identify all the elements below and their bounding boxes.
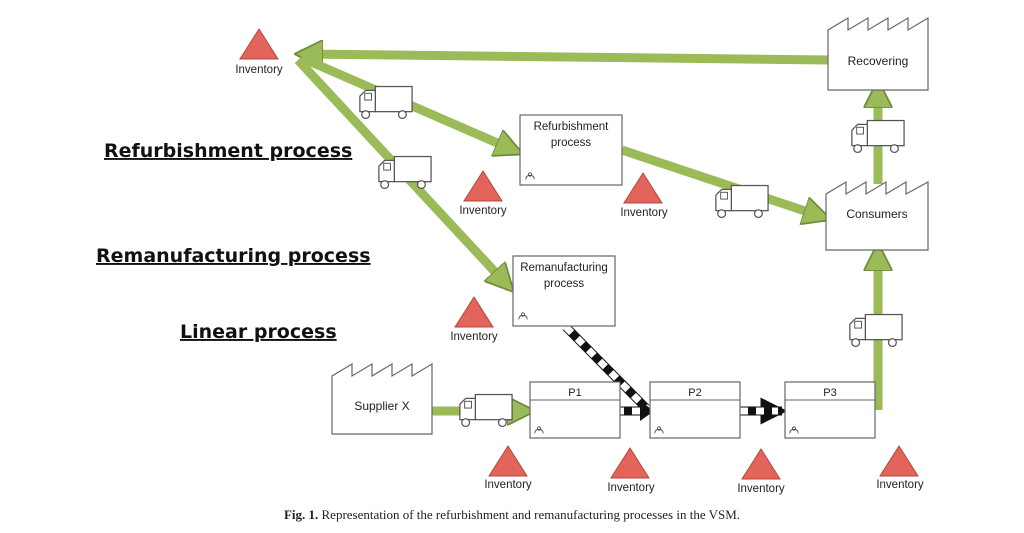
refurbishment-label-line1: Refurbishment [534, 121, 610, 133]
remanufacturing-label-line1: Remanufacturing [520, 262, 608, 274]
flow-refurbishment-to-consumers [620, 145, 826, 218]
flow-recovering-to-inventory [300, 54, 831, 60]
factory-consumers: Consumers [825, 180, 929, 251]
triangle-warning-icon [239, 28, 279, 60]
inventory-refurb-left: Inventory [459, 170, 507, 217]
truck-icon [715, 184, 769, 219]
inventory-label: Inventory [459, 205, 507, 217]
remanufacturing-label-line2: process [544, 278, 585, 290]
factory-icon [331, 362, 433, 435]
linear-section-title: Linear process [180, 321, 337, 343]
triangle-warning-icon [879, 445, 919, 477]
caption-text: Representation of the refurbishment and … [321, 507, 741, 522]
consumers-label: Consumers [846, 207, 907, 221]
push-arrowhead-p2 [640, 401, 654, 421]
remanufacturing-process-box: Remanufacturing process [512, 255, 616, 327]
inventory-label: Inventory [607, 482, 655, 494]
p3-label: P3 [823, 387, 836, 399]
inventory-label: Inventory [484, 479, 532, 491]
process-box-p3: P3 [784, 381, 876, 439]
process-box-p1: P1 [529, 381, 621, 439]
inventory-refurb-right: Inventory [620, 172, 668, 219]
inventory-label: Inventory [737, 483, 785, 495]
triangle-warning-icon [454, 296, 494, 328]
figure-caption: Fig. 1. Representation of the refurbishm… [0, 507, 1024, 523]
inventory-linear-1: Inventory [484, 445, 532, 491]
inventory-linear-3: Inventory [737, 448, 785, 495]
recovering-label: Recovering [848, 54, 909, 68]
truck-icon [359, 85, 413, 120]
factory-icon [825, 180, 929, 251]
push-arrows [562, 323, 788, 425]
inventory-label: Inventory [620, 207, 668, 219]
triangle-warning-icon [610, 447, 650, 479]
refurbishment-process-box: Refurbishment process [519, 114, 623, 186]
process-box-p2: P2 [649, 381, 741, 439]
factory-recovering: Recovering [827, 16, 929, 91]
refurbishment-section-title: Refurbishment process [104, 140, 352, 162]
inventory-linear-4: Inventory [876, 445, 924, 491]
inventory-label: Inventory [235, 64, 283, 76]
truck-icon [459, 393, 513, 428]
factory-supplier: Supplier X [331, 362, 433, 435]
supplier-label: Supplier X [354, 399, 409, 413]
remanufacturing-section-title: Remanufacturing process [96, 245, 371, 267]
inventory-label: Inventory [450, 331, 498, 343]
factory-icon [827, 16, 929, 91]
p2-label: P2 [688, 387, 701, 399]
inventory-label: Inventory [876, 479, 924, 491]
inventory-linear-2: Inventory [607, 447, 655, 494]
inventory-top: Inventory [235, 28, 283, 76]
truck-icon [378, 155, 432, 190]
inventory-reman: Inventory [450, 296, 498, 343]
caption-prefix: Fig. 1. [283, 507, 319, 522]
p1-label: P1 [568, 387, 581, 399]
triangle-warning-icon [463, 170, 503, 202]
triangle-warning-icon [623, 172, 663, 204]
refurbishment-label-line2: process [551, 137, 592, 149]
triangle-warning-icon [488, 445, 528, 477]
triangle-warning-icon [741, 448, 781, 480]
